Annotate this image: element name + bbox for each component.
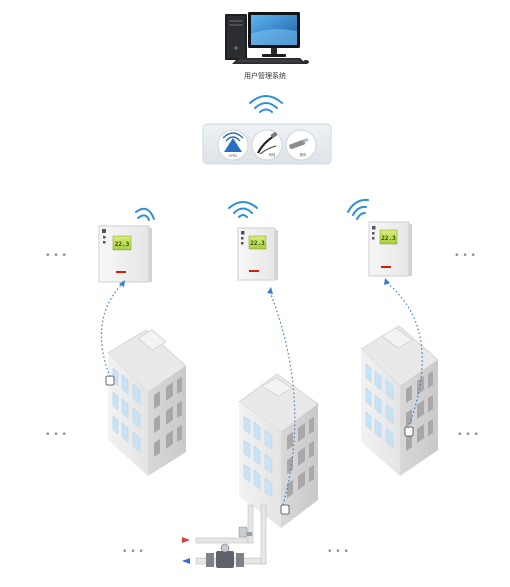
controller-unit-right: 22.3 bbox=[368, 221, 412, 277]
building-right bbox=[360, 325, 439, 476]
more-indicator: • • • bbox=[457, 430, 479, 440]
wired-cable-icon: 有线 bbox=[251, 129, 283, 161]
meter-icon bbox=[404, 426, 414, 437]
computer-icon bbox=[225, 12, 309, 64]
controller-unit-left: 22.3 bbox=[98, 225, 152, 283]
usb-dongle-icon: 数传 bbox=[285, 129, 317, 161]
meter-icon bbox=[280, 504, 290, 515]
dongle-caption: 数传 bbox=[300, 152, 307, 157]
wifi-signal-icon bbox=[249, 95, 283, 113]
controller-display: 22.3 bbox=[250, 240, 265, 247]
heating-pipes bbox=[182, 504, 267, 568]
controller-unit-center: 22.3 bbox=[237, 227, 278, 281]
controller-display: 22.3 bbox=[115, 241, 130, 248]
wifi-signal-icon bbox=[135, 207, 155, 221]
communication-gateway-panel: GPRS 有线 数传 bbox=[202, 123, 332, 165]
meter-icon bbox=[105, 375, 115, 386]
brand-logo bbox=[116, 271, 126, 273]
gprs-wireless-icon: GPRS bbox=[217, 129, 249, 161]
building-left bbox=[105, 329, 187, 476]
link-arrowheads bbox=[119, 278, 390, 294]
wifi-signal-icon bbox=[347, 198, 369, 220]
brand-logo bbox=[381, 266, 391, 268]
inlet-arrow-icon bbox=[182, 537, 190, 543]
outlet-arrow-icon bbox=[182, 558, 190, 564]
wifi-signal-icon bbox=[228, 201, 258, 218]
more-indicator: • • • bbox=[327, 547, 349, 557]
more-indicator: • • • bbox=[454, 251, 476, 261]
more-indicator: • • • bbox=[45, 430, 67, 440]
more-indicator: • • • bbox=[122, 547, 144, 557]
wired-caption: 有线 bbox=[269, 152, 276, 157]
more-indicator: • • • bbox=[45, 251, 67, 261]
data-link-lines bbox=[100, 281, 423, 506]
brand-logo bbox=[249, 270, 259, 272]
gprs-caption: GPRS bbox=[229, 154, 238, 158]
building-center bbox=[238, 373, 319, 528]
system-label: 用户管理系统 bbox=[244, 71, 286, 80]
controller-display: 22.3 bbox=[381, 235, 396, 242]
